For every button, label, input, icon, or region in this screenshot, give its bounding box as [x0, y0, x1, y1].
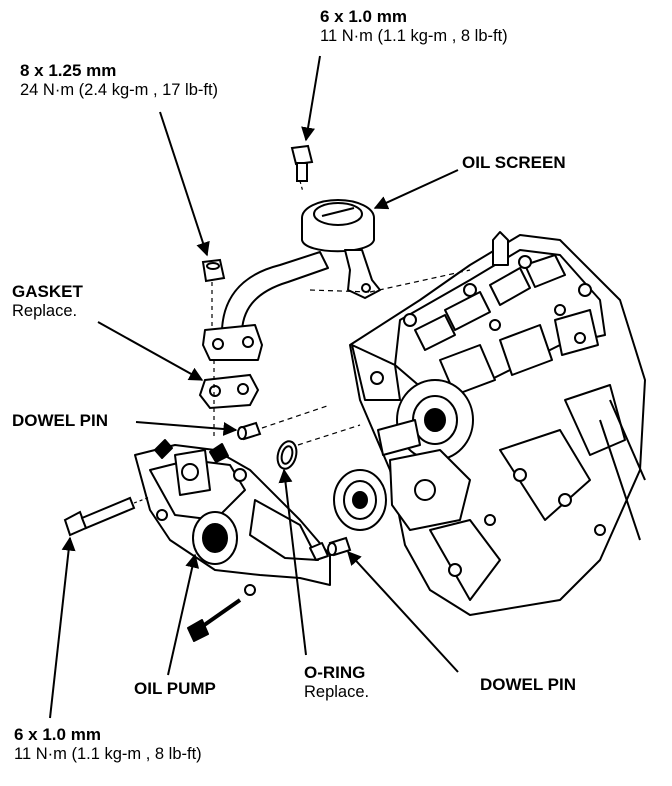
label-bolt-top-left: 8 x 1.25 mm 24 N·m (2.4 kg-m , 17 lb-ft) [20, 61, 219, 99]
dowel-pin-right-part [327, 536, 352, 557]
nut-top-left [201, 258, 226, 283]
gasket-name: GASKET [12, 282, 83, 301]
oil-screen [202, 199, 471, 361]
label-bolt-bottom-left: 6 x 1.0 mm 11 N·m (1.1 kg-m , 8 lb-ft) [14, 725, 202, 763]
label-bolt-top-right: 6 x 1.0 mm 11 N·m (1.1 kg-m , 8 lb-ft) [320, 7, 508, 45]
gasket-part [198, 373, 260, 410]
label-o-ring: O-RING Replace. [304, 663, 370, 701]
bolt-top-right-torque: 11 N·m (1.1 kg-m , 8 lb-ft) [320, 26, 508, 45]
o-ring-part [276, 440, 298, 470]
engine-block [333, 231, 646, 616]
oil-pump-part [134, 439, 331, 642]
bolt-top-left-spec: 8 x 1.25 mm [20, 61, 117, 80]
bolt-bottom-left-spec: 6 x 1.0 mm [14, 725, 101, 744]
o-ring-note: Replace. [304, 682, 370, 701]
label-oil-screen: OIL SCREEN [462, 153, 566, 172]
bolt-top-right [290, 144, 314, 193]
bolt-bottom-left [63, 496, 151, 537]
label-dowel-pin-right: DOWEL PIN [480, 675, 577, 694]
bolt-top-left-torque: 24 N·m (2.4 kg-m , 17 lb-ft) [20, 80, 219, 99]
gasket-note: Replace. [12, 301, 78, 320]
bolt-top-right-spec: 6 x 1.0 mm [320, 7, 407, 26]
leader-lines [49, 55, 459, 719]
oring-dashline [297, 424, 361, 446]
label-gasket: GASKET Replace. [12, 282, 83, 320]
bolt-bottom-left-torque: 11 N·m (1.1 kg-m , 8 lb-ft) [14, 744, 202, 763]
dowel-dashline [261, 404, 331, 429]
o-ring-name: O-RING [304, 663, 366, 682]
label-oil-pump: OIL PUMP [134, 679, 216, 698]
label-dowel-pin-left: DOWEL PIN [12, 411, 109, 430]
dowel-pin-left-part [237, 421, 262, 441]
